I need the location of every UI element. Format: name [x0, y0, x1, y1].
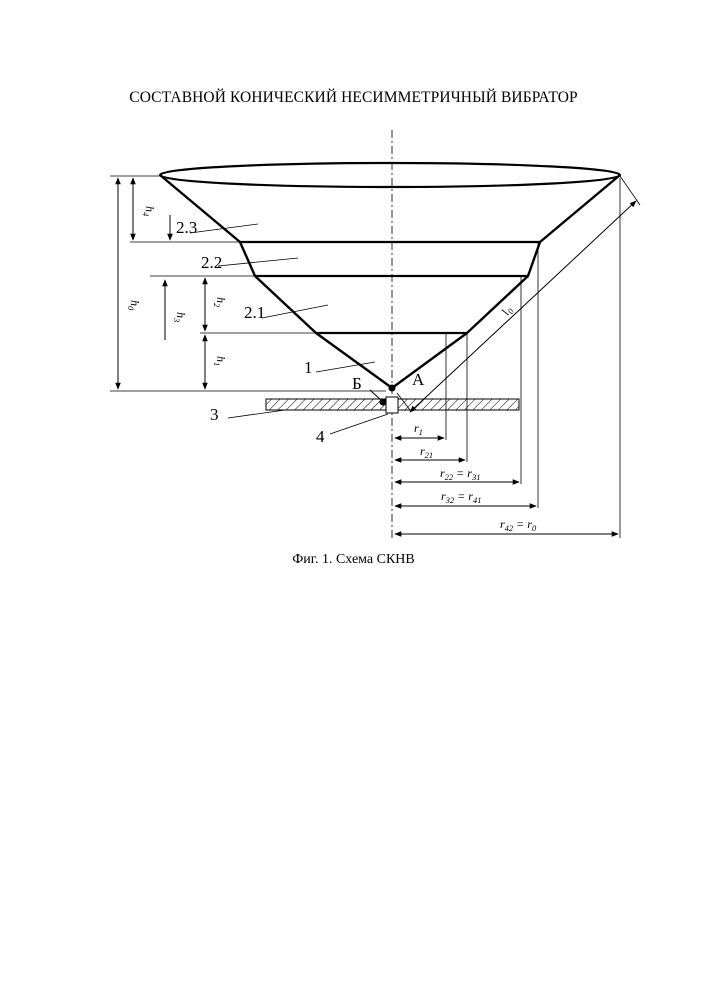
label-part-4: 4 — [316, 427, 325, 446]
cone-top-ellipse — [160, 163, 620, 187]
leader-2-3 — [190, 224, 258, 233]
label-h2: h2 — [212, 297, 228, 308]
leader-4 — [330, 414, 388, 434]
label-point-a: А — [412, 370, 425, 389]
leader-2-1 — [262, 305, 328, 318]
label-r22-eq-r31: r22 = r31 — [440, 466, 480, 482]
label-h3: h3 — [172, 312, 188, 322]
cone-outline — [160, 175, 620, 388]
label-section-2-1: 2.1 — [244, 303, 265, 322]
figure-caption: Фиг. 1. Схема СКНВ — [0, 552, 707, 568]
label-h1: h1 — [212, 356, 228, 366]
label-r42-eq-r0: r42 = r0 — [500, 517, 537, 533]
label-l0: l0 — [498, 303, 516, 318]
label-h4: h4 — [141, 206, 157, 217]
label-r21: r21 — [420, 444, 433, 460]
label-part-3: 3 — [210, 405, 219, 424]
ext-line-l0-top — [620, 176, 640, 205]
label-section-2-2: 2.2 — [201, 253, 222, 272]
label-part-1: 1 — [304, 358, 313, 377]
label-h0: h0 — [126, 300, 142, 311]
label-r32-eq-r41: r32 = r41 — [441, 489, 481, 505]
dim-line-l0 — [410, 201, 636, 412]
label-r1: r1 — [414, 421, 423, 437]
label-section-2-3: 2.3 — [176, 218, 197, 237]
feed-gap — [386, 397, 398, 413]
leader-2-2 — [218, 258, 298, 266]
feed-point-a — [389, 385, 396, 392]
label-point-b: Б — [352, 374, 362, 393]
leader-3 — [228, 410, 285, 418]
